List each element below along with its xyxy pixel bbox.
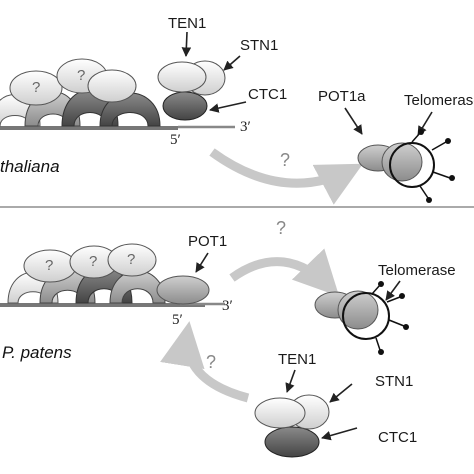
question-mark: ?: [32, 79, 40, 96]
ctc1-label: CTC1: [378, 429, 417, 446]
ctc1-label: CTC1: [248, 86, 287, 103]
cst-complex-bottom: [254, 394, 330, 458]
unknown-proteins-top: [9, 58, 137, 106]
bottom-panel: ? ? ? POT1 5′ 3′ P. patens ? ? Telomeras…: [0, 218, 456, 458]
pot1a-arrow: [344, 107, 363, 135]
ten1-protein: [157, 61, 207, 93]
five-prime-label: 5′: [170, 132, 181, 148]
ten1-arrow: [181, 31, 192, 57]
three-prime-label: 3′: [222, 298, 233, 314]
ten1-label: TEN1: [278, 351, 316, 368]
pot1-protein: [156, 275, 210, 305]
from-cst-arrow: [160, 321, 250, 403]
question-mark: ?: [206, 352, 216, 372]
ten1-label: TEN1: [168, 15, 206, 32]
stn1-label: STN1: [240, 37, 278, 54]
five-prime-label: 5′: [172, 312, 183, 328]
ctc1-protein: [264, 426, 320, 458]
question-mark: ?: [89, 253, 97, 270]
cst-complex-top: [157, 60, 226, 121]
telomerase-label: Telomerase: [404, 92, 474, 109]
telomerase-label: Telomerase: [378, 262, 456, 279]
ctc1-arrow: [321, 427, 358, 441]
species-label: thaliana: [0, 157, 60, 176]
question-mark: ?: [276, 218, 286, 238]
telomerase-complex-top: [357, 129, 455, 203]
to-telomerase-arrow: [229, 248, 340, 297]
top-panel: ? ? TEN1 STN1 CTC1 5′ 3′ thaliana ? POT1…: [0, 15, 474, 205]
question-mark: ?: [45, 257, 53, 274]
stn1-label: STN1: [375, 373, 413, 390]
pot1-label: POT1: [188, 233, 227, 250]
pot1-arrow: [195, 252, 209, 273]
telomerase-arrow: [385, 280, 401, 301]
pot1a-label: POT1a: [318, 88, 366, 105]
unknown-proteins-bottom: [23, 243, 157, 283]
three-prime-label: 3′: [240, 119, 251, 135]
stn1-arrow: [223, 55, 241, 71]
question-mark: ?: [280, 150, 290, 170]
ctc1-protein: [162, 91, 208, 121]
telomerase-complex-bottom: [314, 281, 409, 355]
species-label: P. patens: [2, 343, 72, 362]
question-mark: ?: [77, 67, 85, 84]
question-mark: ?: [127, 251, 135, 268]
ctc1-arrow: [209, 101, 247, 113]
stn1-arrow: [329, 383, 353, 403]
ten1-arrow: [285, 369, 296, 393]
ten1-protein: [254, 397, 306, 429]
transition-arrow: [209, 148, 363, 205]
